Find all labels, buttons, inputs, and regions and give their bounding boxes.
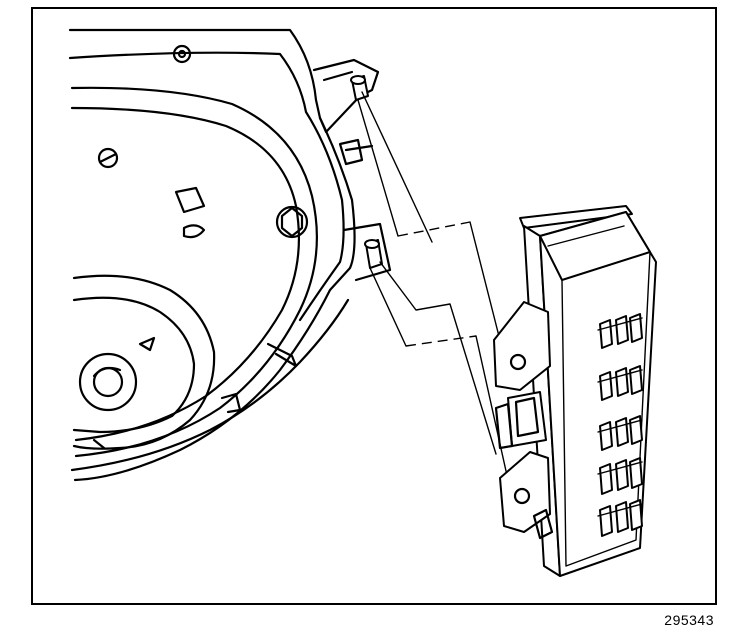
figure-id-label: 295343 [664,612,714,628]
mounting-bracket [312,58,392,282]
figure-border [31,7,717,605]
transmission-housing [68,28,356,482]
terminal-row-2 [597,365,643,401]
relay-module [493,205,657,577]
leader-lines [357,91,509,481]
terminal-row-3 [597,415,643,451]
terminal-row-4 [597,457,643,495]
terminal-row-5 [597,499,643,537]
terminal-row-1 [597,313,643,349]
